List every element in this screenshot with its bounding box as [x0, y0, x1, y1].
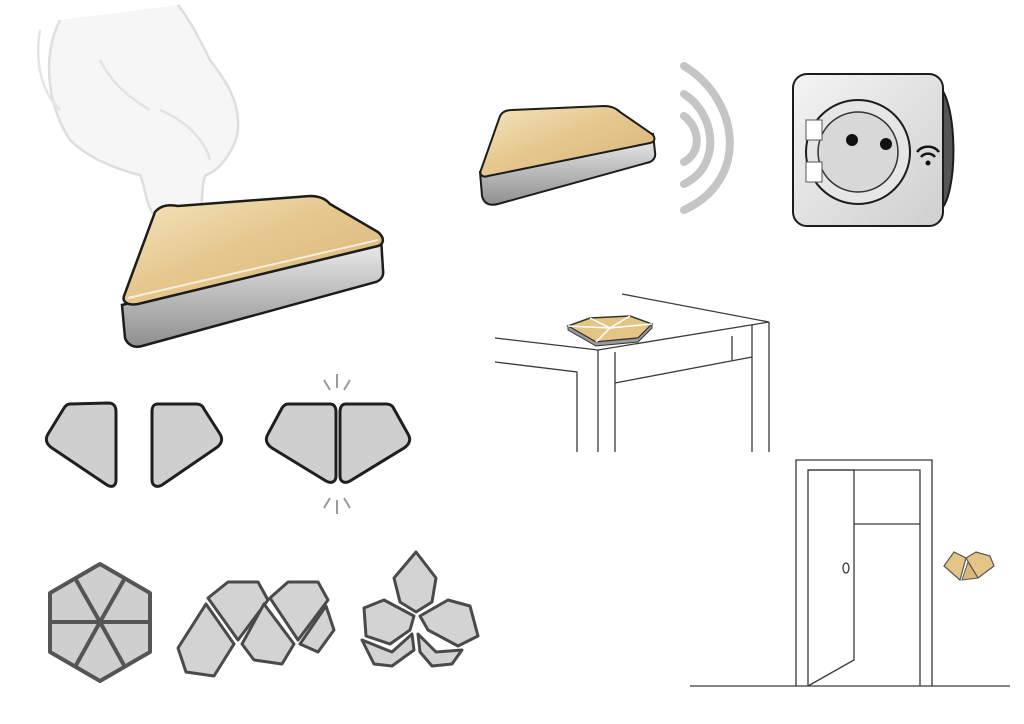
table-tile [566, 315, 654, 347]
wireless-waves [680, 62, 734, 214]
wall-tiles [943, 551, 995, 582]
zigzag-arrangement [176, 580, 336, 678]
power-outlet-icon [792, 73, 955, 227]
large-button [120, 194, 385, 348]
hexagon-arrangement [48, 562, 152, 683]
hand-icon [36, 4, 240, 221]
wifi-icon [916, 145, 940, 166]
door-icon [690, 459, 1010, 687]
joined-tiles [264, 374, 412, 514]
small-button [478, 104, 657, 206]
split-tiles [44, 401, 224, 488]
table-icon [494, 293, 770, 452]
click-marks [323, 374, 351, 514]
flower-arrangement [360, 550, 480, 668]
